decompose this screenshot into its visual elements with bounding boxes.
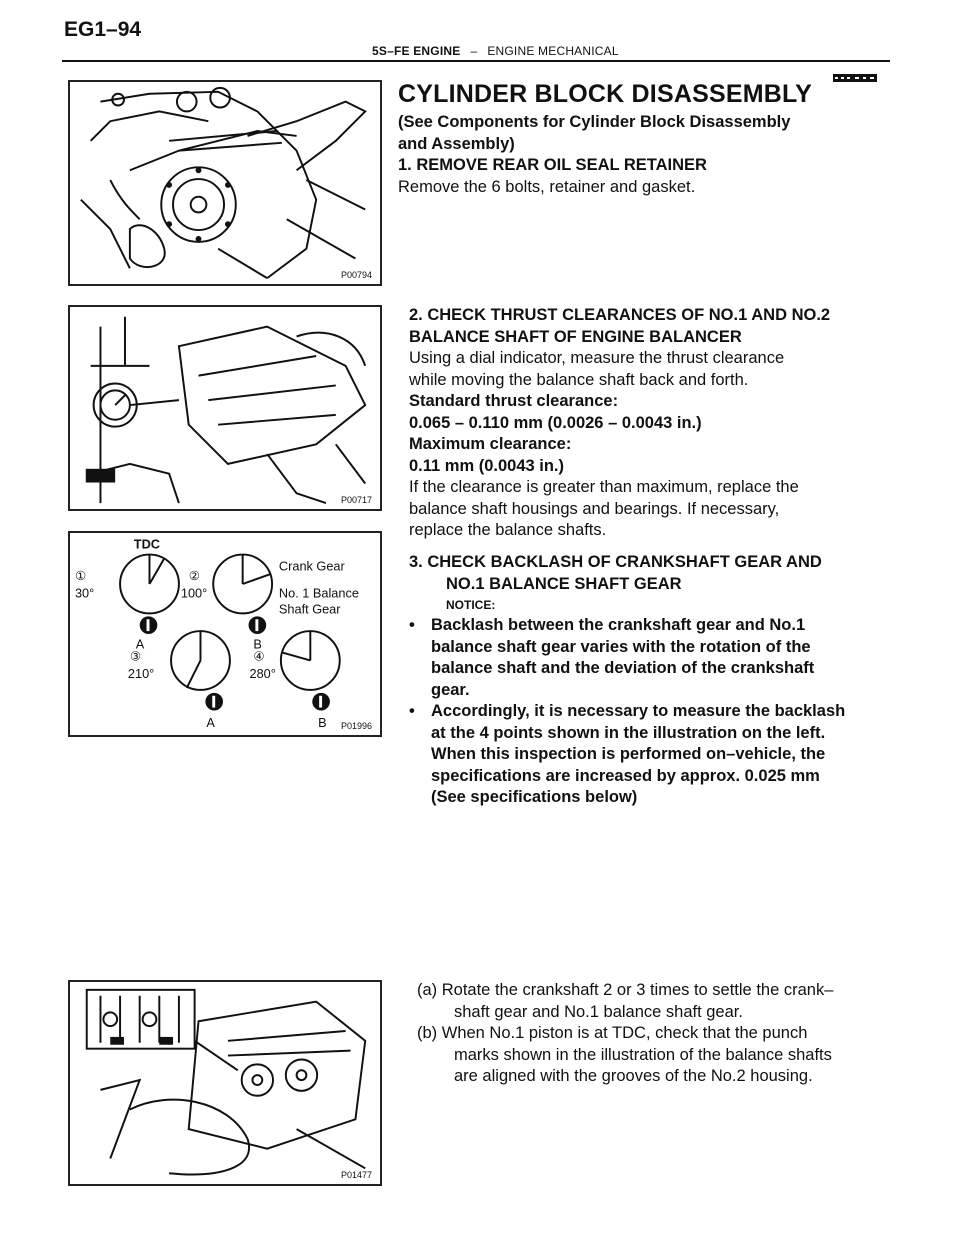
- label-deg-3: 210°: [128, 666, 154, 681]
- figure-dial-indicator: P00717: [68, 305, 382, 511]
- step-2-text-1: Using a dial indicator, measure the thru…: [409, 349, 785, 367]
- dial-indicator-illustration: [85, 316, 367, 505]
- label-b: B: [253, 637, 262, 652]
- label-point-1: ①: [75, 568, 86, 583]
- label-b-2: B: [318, 715, 327, 730]
- chapter-name: ENGINE MECHANICAL: [487, 44, 619, 58]
- std-clearance-label: Standard thrust clearance:: [409, 392, 619, 410]
- bullet-1-line-2: balance shaft gear varies with the rotat…: [431, 637, 811, 656]
- label-a: A: [136, 637, 145, 652]
- balance-shaft-illustration: [85, 988, 367, 1176]
- bullet-2-line-1: Accordingly, it is necessary to measure …: [431, 702, 846, 720]
- label-point-4: ④: [253, 648, 264, 663]
- step-3-block: 3. CHECK BACKLASH OF CRANKSHAFT GEAR AND…: [409, 552, 879, 809]
- header-separator: –: [470, 44, 478, 58]
- label-balance-1: No. 1 Balance: [279, 586, 359, 601]
- figure-code: P01477: [340, 1170, 372, 1180]
- label-deg-4: 280°: [250, 666, 276, 681]
- bullet-2-line-3: When this inspection is performed on–veh…: [431, 745, 826, 763]
- steps-a-b-block: (a) Rotate the crankshaft 2 or 3 times t…: [417, 980, 877, 1088]
- label-point-2: ②: [189, 568, 200, 583]
- bullet-1-line-4: gear.: [431, 680, 470, 699]
- max-clearance-label: Maximum clearance:: [409, 435, 572, 453]
- bullet-1-line-1: Backlash between the crankshaft gear and…: [431, 616, 806, 634]
- step-a-line-2: shaft gear and No.1 balance shaft gear.: [454, 1002, 743, 1021]
- see-reference-2: and Assembly): [398, 134, 515, 153]
- bullet-2-line-2: at the 4 points shown in the illustratio…: [431, 723, 826, 742]
- label-tdc: TDC: [134, 537, 160, 552]
- label-deg-1: 30°: [75, 586, 94, 601]
- notice-label: NOTICE:: [446, 598, 496, 612]
- figure-balance-shafts: P01477: [68, 980, 382, 1186]
- reference-stamp: [833, 74, 877, 82]
- step-2-text-5: replace the balance shafts.: [409, 521, 607, 539]
- label-deg-2: 100°: [181, 586, 207, 601]
- label-crank-gear: Crank Gear: [279, 558, 346, 573]
- step-b-line-2: marks shown in the illustration of the b…: [454, 1045, 832, 1064]
- max-clearance-value: 0.11 mm (0.0043 in.): [409, 456, 565, 475]
- step-3-heading: 3. CHECK BACKLASH OF CRANKSHAFT GEAR AND: [409, 553, 822, 571]
- step-b-line-3: are aligned with the grooves of the No.2…: [454, 1067, 813, 1085]
- page-title: CYLINDER BLOCK DISASSEMBLY: [398, 80, 813, 108]
- step-2-text-2: while moving the balance shaft back and …: [409, 370, 749, 389]
- section-header: 5S–FE ENGINE–ENGINE MECHANICAL: [372, 44, 619, 58]
- step-2-heading: 2. CHECK THRUST CLEARANCES OF NO.1 AND N…: [409, 306, 831, 324]
- figure-code: P00794: [340, 270, 372, 280]
- bullet-2-line-5: (See specifications below): [431, 788, 638, 806]
- step-3-heading-2: NO.1 BALANCE SHAFT GEAR: [446, 574, 682, 593]
- step-1-text: Remove the 6 bolts, retainer and gasket.: [398, 177, 696, 196]
- step-1-heading: 1. REMOVE REAR OIL SEAL RETAINER: [398, 156, 707, 174]
- figure-code: P00717: [340, 495, 372, 505]
- label-balance-2: Shaft Gear: [279, 601, 341, 616]
- step-b-line-1: (b) When No.1 piston is at TDC, check th…: [417, 1024, 808, 1042]
- notice-bullet-1: • Backlash between the crankshaft gear a…: [409, 615, 879, 701]
- notice-bullet-2: • Accordingly, it is necessary to measur…: [409, 701, 879, 809]
- page-id: EG1–94: [64, 18, 142, 41]
- gear-position-diagram: TDC Crank Gear No. 1 Balance Shaft Gear …: [75, 537, 359, 730]
- step-2-block: 2. CHECK THRUST CLEARANCES OF NO.1 AND N…: [409, 305, 879, 542]
- bullet-2-line-4: specifications are increased by approx. …: [431, 766, 820, 785]
- section-name: 5S–FE ENGINE: [372, 44, 461, 58]
- figure-gear-positions: TDC Crank Gear No. 1 Balance Shaft Gear …: [68, 531, 382, 737]
- step-2-text-3: If the clearance is greater than maximum…: [409, 478, 799, 496]
- see-reference: (See Components for Cylinder Block Disas…: [398, 113, 791, 131]
- figure-rear-oil-seal: P00794: [68, 80, 382, 286]
- bullet-1-line-3: balance shaft and the deviation of the c…: [431, 659, 815, 677]
- intro-block: (See Components for Cylinder Block Disas…: [398, 112, 868, 198]
- bullet-dot: •: [409, 702, 415, 720]
- step-2-heading-2: BALANCE SHAFT OF ENGINE BALANCER: [409, 327, 742, 346]
- step-a-line-1: (a) Rotate the crankshaft 2 or 3 times t…: [417, 981, 834, 999]
- engine-block-illustration: [80, 86, 367, 279]
- std-clearance-value: 0.065 – 0.110 mm (0.0026 – 0.0043 in.): [409, 413, 702, 432]
- figure-code: P01996: [340, 721, 372, 731]
- bullet-dot: •: [409, 616, 415, 634]
- header-rule: [62, 60, 890, 62]
- step-2-text-4: balance shaft housings and bearings. If …: [409, 499, 780, 518]
- label-point-3: ③: [130, 648, 141, 663]
- label-a-2: A: [206, 715, 215, 730]
